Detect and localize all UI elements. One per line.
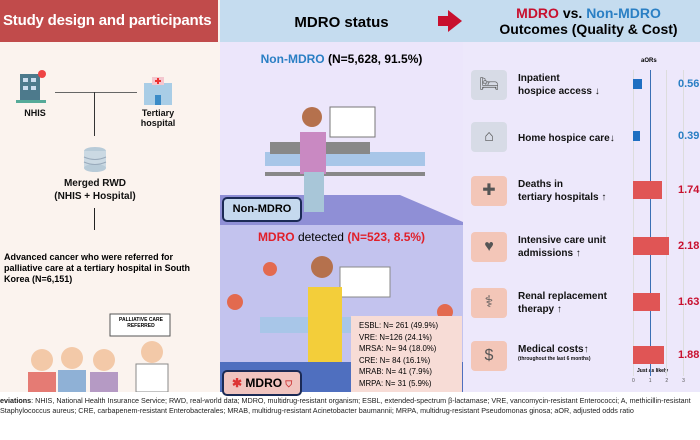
- outcome-label-line2: therapy ↑: [518, 304, 562, 315]
- palliative-sign-text: PALLIATIVE CARE REFERRED: [119, 317, 163, 329]
- red-arrow-icon: [448, 10, 462, 32]
- non-mdro-heading: Non-MDRO: [260, 52, 325, 66]
- mdro-count: (N=523, 8.5%): [347, 230, 426, 244]
- outcome-label-line1: Inpatient: [518, 73, 560, 84]
- outcome-label: Inpatient hospice access ↓: [518, 72, 600, 98]
- aor-value: 1.63: [678, 296, 700, 308]
- mdro-tag: ✱ MDRO ⛉: [222, 370, 302, 396]
- outcome-label-line2: admissions ↑: [518, 248, 581, 259]
- population-text: Advanced cancer who were referred for pa…: [4, 252, 191, 284]
- aor-bar: [633, 181, 663, 199]
- outcome-label: Medical costs↑(throughout the last 6 mon…: [518, 343, 591, 363]
- organism-mrab: MRAB: N= 41 (7.9%): [359, 367, 433, 376]
- outcome-label-line2: (throughout the last 6 months): [518, 356, 591, 362]
- outcomes-title: MDRO vs. Non-MDRO Outcomes (Quality & Co…: [463, 0, 700, 42]
- mdro-status-title: MDRO status: [220, 0, 463, 42]
- x-tick-label: 0: [632, 378, 635, 384]
- down-arrow: [94, 92, 95, 136]
- gridline: [666, 70, 668, 376]
- shield-icon: ⛉: [285, 379, 293, 389]
- footer-bold: eviations: [0, 396, 32, 405]
- reference-label: Just as likely: [637, 368, 669, 374]
- organism-vre: VRE: N=126 (24.1%): [359, 332, 433, 342]
- title-outcomes: Outcomes (Quality & Cost): [499, 21, 678, 37]
- dialysis-icon: ⚕: [471, 288, 507, 318]
- aor-bar: [633, 131, 640, 141]
- gridline: [683, 70, 685, 376]
- aor-value: 2.18: [678, 240, 700, 252]
- bed-icon: 🛏: [471, 70, 507, 100]
- title-non-mdro: Non-MDRO: [586, 5, 661, 21]
- mdro-tag-label: MDRO: [245, 376, 283, 390]
- aor-bar: [633, 79, 643, 89]
- abbreviations-footer: eviations: NHIS, National Health Insuran…: [0, 396, 700, 416]
- gridline: [649, 70, 651, 376]
- axis-label: aORs: [641, 58, 657, 64]
- nhis-label: NHIS: [24, 108, 46, 118]
- outcome-label-line1: Home hospice care↓: [518, 133, 615, 144]
- outcomes-panel: MDRO vs. Non-MDRO Outcomes (Quality & Co…: [438, 0, 700, 392]
- organism-cre: CRE: N= 84 (16.1%): [359, 355, 431, 365]
- aor-value: 0.56: [678, 78, 700, 90]
- non-mdro-count: (N=5,628, 91.5%): [327, 52, 423, 66]
- outcome-label: Home hospice care↓: [518, 132, 615, 145]
- connector-line: [55, 92, 137, 93]
- merged-rwd-label: Merged RWD: [63, 178, 127, 189]
- outcome-label-line1: Medical costs↑: [518, 344, 589, 355]
- x-tick-label: 3: [682, 378, 685, 384]
- organism-esbl: ESBL: N= 261 (49.9%): [359, 321, 439, 330]
- mdro-detected-text: detected: [294, 230, 348, 244]
- aor-value: 1.88: [678, 349, 700, 361]
- nhis-building-icon: [16, 70, 46, 103]
- study-design-title: Study design and participants: [0, 0, 218, 42]
- heart-cost-icon: $: [471, 341, 507, 371]
- gridline: [633, 70, 634, 376]
- aor-value: 0.39: [678, 130, 700, 142]
- title-vs: vs.: [558, 5, 587, 21]
- outcome-label-line1: Renal replacement: [518, 291, 607, 302]
- title-mdro: MDRO: [516, 5, 559, 21]
- mdro-heading: MDRO: [257, 230, 295, 244]
- database-icon: [83, 147, 107, 172]
- home-care-icon: ⌂: [471, 122, 507, 152]
- organism-mrpa: MRPA: N= 31 (5.9%): [359, 378, 432, 388]
- outcome-label-line1: Intensive care unit: [518, 235, 606, 246]
- mdro-status-panel: MDRO status Non-MDRO (N=5,628, 91.5%) No…: [220, 0, 463, 396]
- outcome-label: Deaths in tertiary hospitals ↑: [518, 178, 606, 204]
- organism-mrsa: MRSA: N= 94 (18.0%): [359, 344, 437, 353]
- footer-text: : NHIS, National Health Insurance Servic…: [0, 396, 691, 415]
- non-mdro-tag: Non-MDRO: [222, 197, 302, 222]
- red-arrow-shaft: [438, 16, 450, 26]
- aor-bar: [633, 346, 665, 364]
- outcome-label-line1: Deaths in: [518, 179, 564, 190]
- patients-doctor-illustration: [28, 313, 171, 392]
- aor-bar: [633, 237, 670, 255]
- bacteria-icon: ✱: [232, 376, 243, 390]
- aor-value: 1.74: [678, 184, 700, 196]
- outcome-label: Renal replacement therapy ↑: [518, 290, 607, 316]
- icu-icon: ♥: [471, 232, 507, 262]
- tertiary-hospital-label: Tertiary hospital: [140, 108, 176, 128]
- aor-bar: [633, 293, 661, 311]
- mdro-section: MDRO detected (N=523, 8.5%) ESBL: N= 261…: [220, 225, 463, 396]
- x-tick-label: 2: [665, 378, 669, 384]
- down-arrow-2: [94, 208, 95, 230]
- outcome-label-line2: tertiary hospitals ↑: [518, 192, 607, 203]
- outcome-label-line2: hospice access ↓: [518, 86, 600, 97]
- tertiary-hospital-icon: [144, 77, 172, 105]
- outcome-label: Intensive care unit admissions ↑: [518, 234, 606, 260]
- non-mdro-section: Non-MDRO (N=5,628, 91.5%) Non-MDRO: [220, 42, 463, 225]
- hospital-icon: ✚: [471, 176, 507, 206]
- merged-rwd-sub: (NHIS + Hospital): [54, 191, 136, 202]
- x-tick-label: 1: [648, 378, 652, 384]
- organism-list: ESBL: N= 261 (49.9%) VRE: N=126 (24.1%) …: [351, 316, 462, 392]
- study-design-panel: Study design and participants NHIS Terti…: [0, 0, 220, 392]
